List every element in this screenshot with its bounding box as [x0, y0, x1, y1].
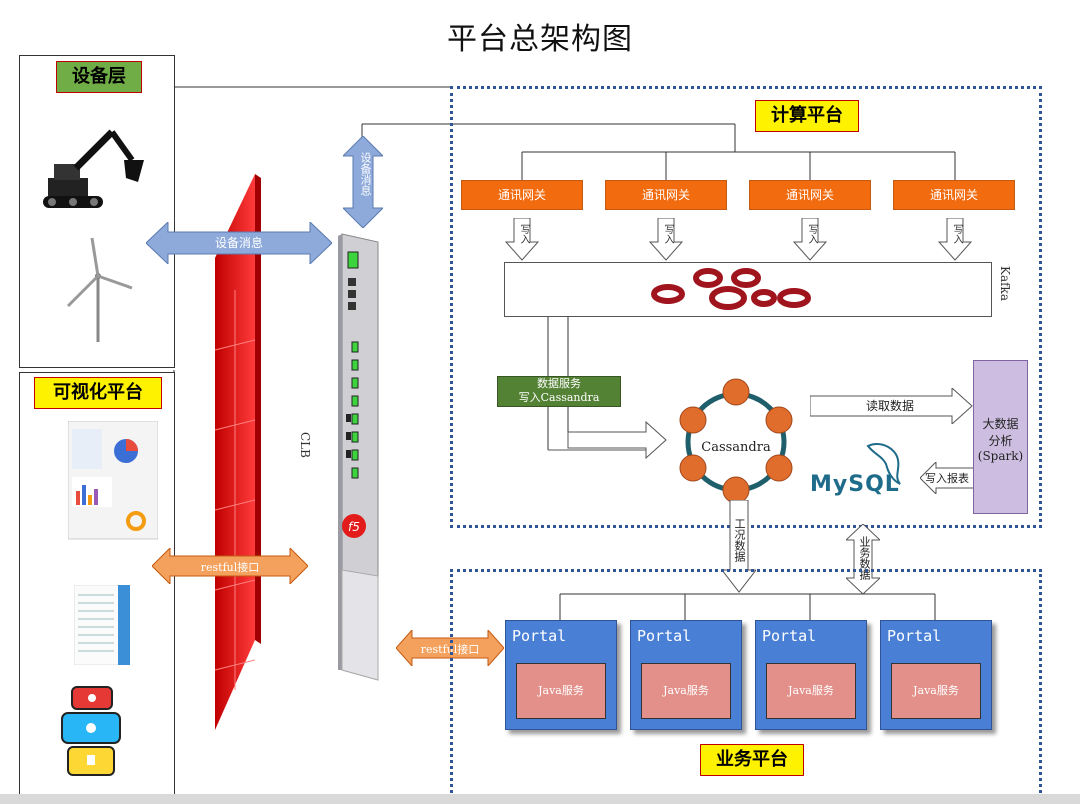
page-title: 平台总架构图: [447, 22, 633, 57]
restful-left-label: restful接口: [200, 561, 260, 574]
dashboard-thumbnail-icon: [68, 421, 158, 540]
device-message-vertical-arrow: [343, 136, 383, 228]
mobile-phones-icon: [61, 686, 121, 776]
device-layer-label: 设备层: [56, 61, 142, 93]
portal-3-title: Portal: [762, 627, 817, 645]
read-data-arrow: [810, 388, 973, 424]
kafka-logo-icon: [651, 268, 811, 310]
svg-text:f5: f5: [348, 520, 360, 534]
portal-1-title: Portal: [512, 627, 567, 645]
portal-2-title: Portal: [637, 627, 692, 645]
portal-4: Portal Java服务: [880, 620, 992, 730]
kafka-label: Kafka: [998, 266, 1012, 301]
bigdata-spark-box: 大数据 分析 (Spark): [973, 360, 1028, 514]
write-cassandra-arrow: [548, 420, 667, 460]
portal-4-title: Portal: [887, 627, 942, 645]
clb-label: CLB: [298, 432, 312, 458]
bigdata-line1: 大数据: [982, 417, 1019, 431]
business-platform-label: 业务平台: [700, 744, 804, 776]
firewall-icon: [214, 174, 261, 730]
portal-1-java-service: Java服务: [516, 663, 606, 719]
visual-platform-panel: 可视化平台: [19, 372, 175, 796]
portal-2-java-service: Java服务: [641, 663, 731, 719]
gateway-2: 通讯网关: [605, 180, 727, 210]
compute-platform-label: 计算平台: [755, 100, 859, 132]
device-message-arrow: [146, 222, 332, 264]
report-table-icon: [74, 585, 130, 665]
write-label-4: 写入: [951, 224, 962, 244]
work-data-label: 工况数据: [733, 518, 746, 562]
gateway-4: 通讯网关: [893, 180, 1015, 210]
write-report-arrow: [920, 462, 974, 494]
bigdata-line3: (Spark): [977, 449, 1024, 463]
mysql-label: MySQL: [810, 472, 900, 497]
biz-data-arrow: [846, 524, 880, 594]
mysql-logo-icon: [866, 442, 901, 485]
portal-1: Portal Java服务: [505, 620, 617, 730]
bigdata-line2: 分析: [988, 434, 1013, 448]
cassandra-label: Cassandra: [701, 440, 771, 455]
bottom-scrollbar-strip: [0, 794, 1080, 804]
excavator-icon: [43, 129, 144, 208]
load-balancer-device-icon: f5: [338, 233, 379, 681]
device-message-arrow-label: 设备消息: [214, 236, 263, 250]
visual-platform-label: 可视化平台: [34, 377, 162, 409]
portal-3: Portal Java服务: [755, 620, 867, 730]
data-service-box: 数据服务 写入Cassandra: [497, 376, 621, 407]
cassandra-cluster-icon: [679, 378, 793, 504]
write-label-2: 写入: [662, 224, 673, 244]
device-layer-panel: 设备层: [19, 55, 175, 368]
data-service-line2: 写入Cassandra: [518, 391, 600, 404]
data-service-line1: 数据服务: [537, 377, 581, 390]
portal-3-java-service: Java服务: [766, 663, 856, 719]
write-label-3: 写入: [806, 224, 817, 244]
write-report-label: 写入报表: [925, 472, 969, 485]
restful-left-arrow: [152, 548, 308, 584]
device-message-vertical-label: 设备消息: [359, 152, 372, 196]
portal-2: Portal Java服务: [630, 620, 742, 730]
write-arrows: [504, 218, 973, 261]
gateway-1: 通讯网关: [461, 180, 583, 210]
gateway-3: 通讯网关: [749, 180, 871, 210]
wind-turbine-icon: [66, 237, 133, 342]
restful-right-label: restful接口: [420, 643, 480, 656]
write-label-1: 写入: [518, 224, 529, 244]
read-data-label: 读取数据: [865, 399, 914, 413]
portal-4-java-service: Java服务: [891, 663, 981, 719]
